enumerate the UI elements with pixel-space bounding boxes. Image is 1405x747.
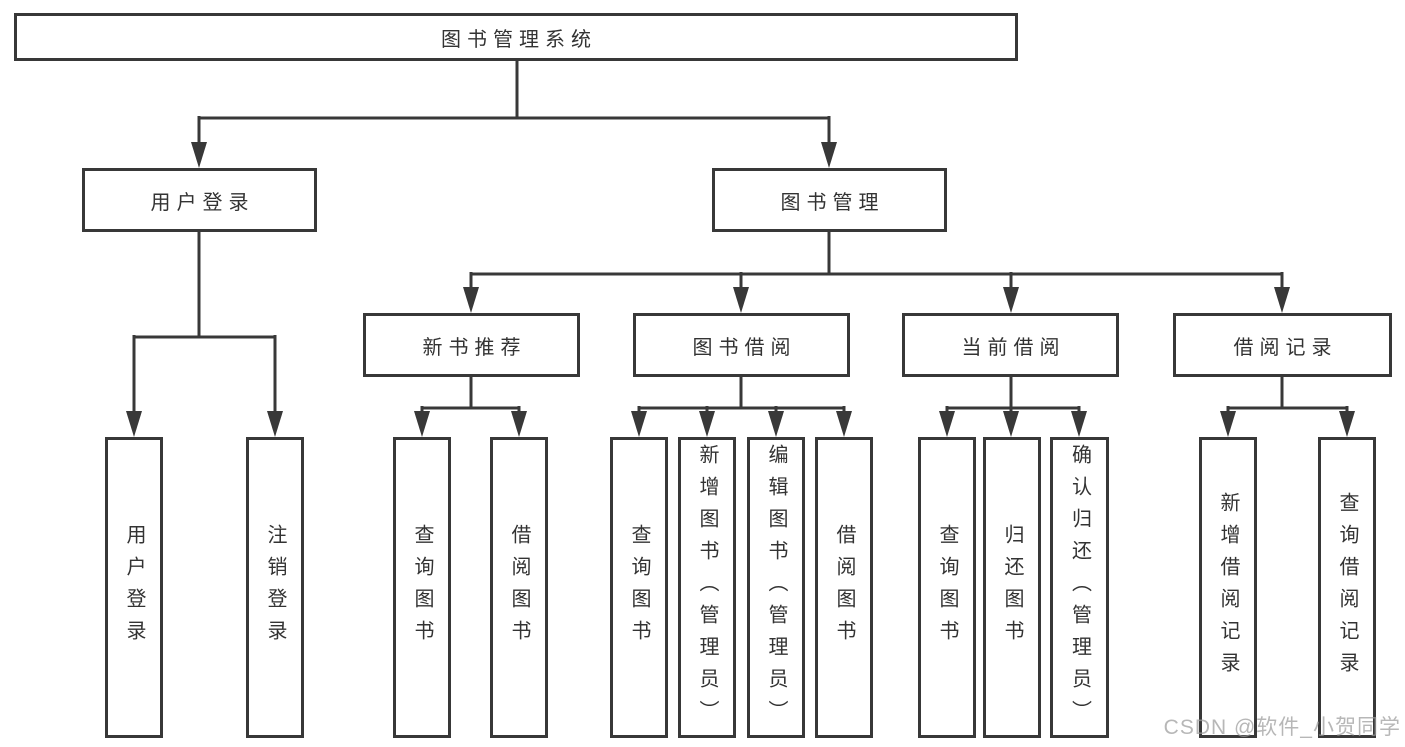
- arrowheads: [126, 142, 1355, 437]
- leaf-current-query-book: 查询图书: [918, 437, 976, 738]
- leaf-logout: 注销登录: [246, 437, 304, 738]
- leaf-borrowing-query-book: 查询图书: [610, 437, 668, 738]
- connector-current-borrow-branch: [945, 377, 1081, 413]
- leaf-borrowing-borrow-book: 借阅图书: [815, 437, 873, 738]
- leaf-current-return-book: 归还图书: [983, 437, 1041, 738]
- connector-segments: [132, 61, 1349, 413]
- leaf-recommend-borrow-book: 借阅图书: [490, 437, 548, 738]
- connector-book-management-branch: [469, 232, 1284, 289]
- leaf-label: 确认归还（管理员）: [1068, 443, 1091, 732]
- leaf-borrowing-edit-book-admin: 编辑图书（管理员）: [747, 437, 805, 738]
- leaf-recommend-query-book: 查询图书: [393, 437, 451, 738]
- leaf-label: 查询借阅记录: [1336, 491, 1358, 684]
- leaf-label: 用户登录: [123, 523, 145, 652]
- leaf-label: 借阅图书: [508, 523, 530, 652]
- leaf-records-query-record: 查询借阅记录: [1318, 437, 1376, 738]
- connector-user-login-branch: [132, 232, 277, 413]
- node-current-borrowing: 当前借阅: [902, 313, 1119, 377]
- connector-book-borrow-branch: [637, 377, 846, 413]
- leaf-label: 查询图书: [411, 523, 433, 652]
- leaf-label: 注销登录: [264, 523, 286, 652]
- leaf-current-confirm-return-admin: 确认归还（管理员）: [1050, 437, 1109, 738]
- node-borrowing-records: 借阅记录: [1173, 313, 1392, 377]
- connector-root: [197, 61, 831, 144]
- node-new-book-recommend: 新书推荐: [363, 313, 580, 377]
- node-book-borrowing: 图书借阅: [633, 313, 850, 377]
- leaf-label: 查询图书: [936, 523, 958, 652]
- leaf-label: 新增图书（管理员）: [696, 443, 718, 732]
- node-root: 图书管理系统: [14, 13, 1018, 61]
- leaf-label: 新增借阅记录: [1217, 491, 1239, 684]
- leaf-label: 借阅图书: [833, 523, 855, 652]
- node-user-login: 用户登录: [82, 168, 317, 232]
- connector-new-book-branch: [420, 377, 521, 413]
- leaf-user-login: 用户登录: [105, 437, 163, 738]
- leaf-label: 归还图书: [1001, 523, 1023, 652]
- leaf-label: 编辑图书（管理员）: [765, 443, 787, 732]
- leaf-records-add-record: 新增借阅记录: [1199, 437, 1257, 738]
- leaf-label: 查询图书: [628, 523, 650, 652]
- watermark: CSDN @软件_小贺同学: [1163, 716, 1401, 739]
- connector-borrow-records-branch: [1226, 377, 1349, 413]
- leaf-borrowing-add-book-admin: 新增图书（管理员）: [678, 437, 736, 738]
- node-book-management: 图书管理: [712, 168, 947, 232]
